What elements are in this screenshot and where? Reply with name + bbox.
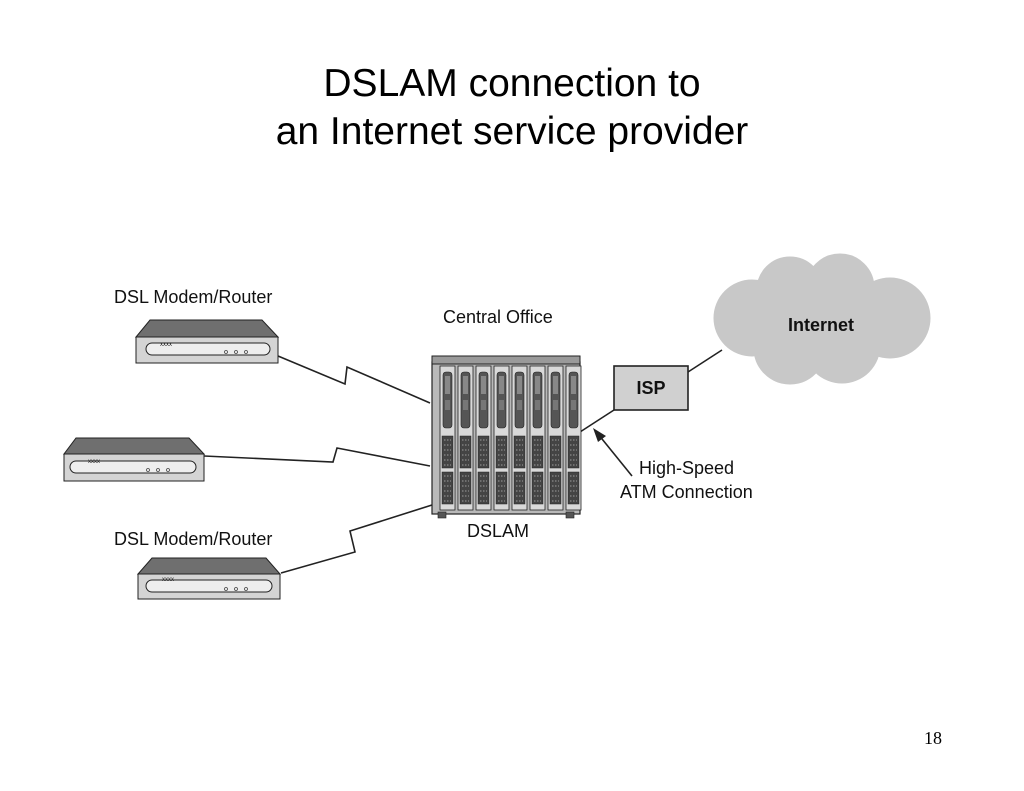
dslam-line-card (493, 365, 510, 511)
atm-link (579, 409, 615, 433)
isp-label: ISP (636, 378, 665, 398)
dslam-line-card (511, 365, 528, 511)
dsl-link-top (277, 355, 431, 404)
status-leds-middle (146, 468, 170, 472)
dsl-link-middle (203, 447, 431, 467)
modem-label-top: DSL Modem/Router (114, 287, 272, 307)
atm-label-line-2: ATM Connection (620, 482, 753, 502)
dslam-line-card (529, 365, 546, 511)
isp-internet-link (687, 349, 723, 373)
dslam-line-card (565, 365, 582, 511)
modem-badge-middle: xxxx (88, 459, 100, 465)
slide-title: DSLAM connection to an Internet service … (0, 60, 1024, 156)
central-office-label: Central Office (443, 307, 553, 327)
internet-cloud: Internet (713, 253, 931, 385)
dslam-line-cards (439, 365, 582, 511)
dslam-line-card (439, 365, 456, 511)
modem-badge-top: xxxx (160, 342, 172, 348)
dslam-line-card (475, 365, 492, 511)
dsl-modem-router-bottom: xxxx (136, 557, 282, 600)
dsl-link-bottom (280, 504, 433, 574)
status-leds-bottom (224, 587, 248, 591)
modem-label-bottom: DSL Modem/Router (114, 529, 272, 549)
title-line-2: an Internet service provider (275, 110, 749, 153)
status-leds-top (224, 350, 248, 354)
page-number: 18 (924, 728, 942, 748)
dsl-modem-router-top: xxxx (134, 319, 280, 364)
atm-callout-arrow (593, 428, 633, 477)
atm-label-line-1: High-Speed (639, 458, 734, 478)
isp-box: ISP (613, 365, 689, 411)
modem-badge-bottom: xxxx (162, 577, 174, 583)
dslam-label: DSLAM (467, 521, 529, 541)
dsl-modem-router-middle: xxxx (63, 437, 206, 482)
dslam-rack (431, 355, 582, 519)
dslam-line-card (547, 365, 564, 511)
title-line-1: DSLAM connection to (323, 62, 701, 105)
dslam-line-card (457, 365, 474, 511)
internet-label: Internet (788, 315, 854, 335)
